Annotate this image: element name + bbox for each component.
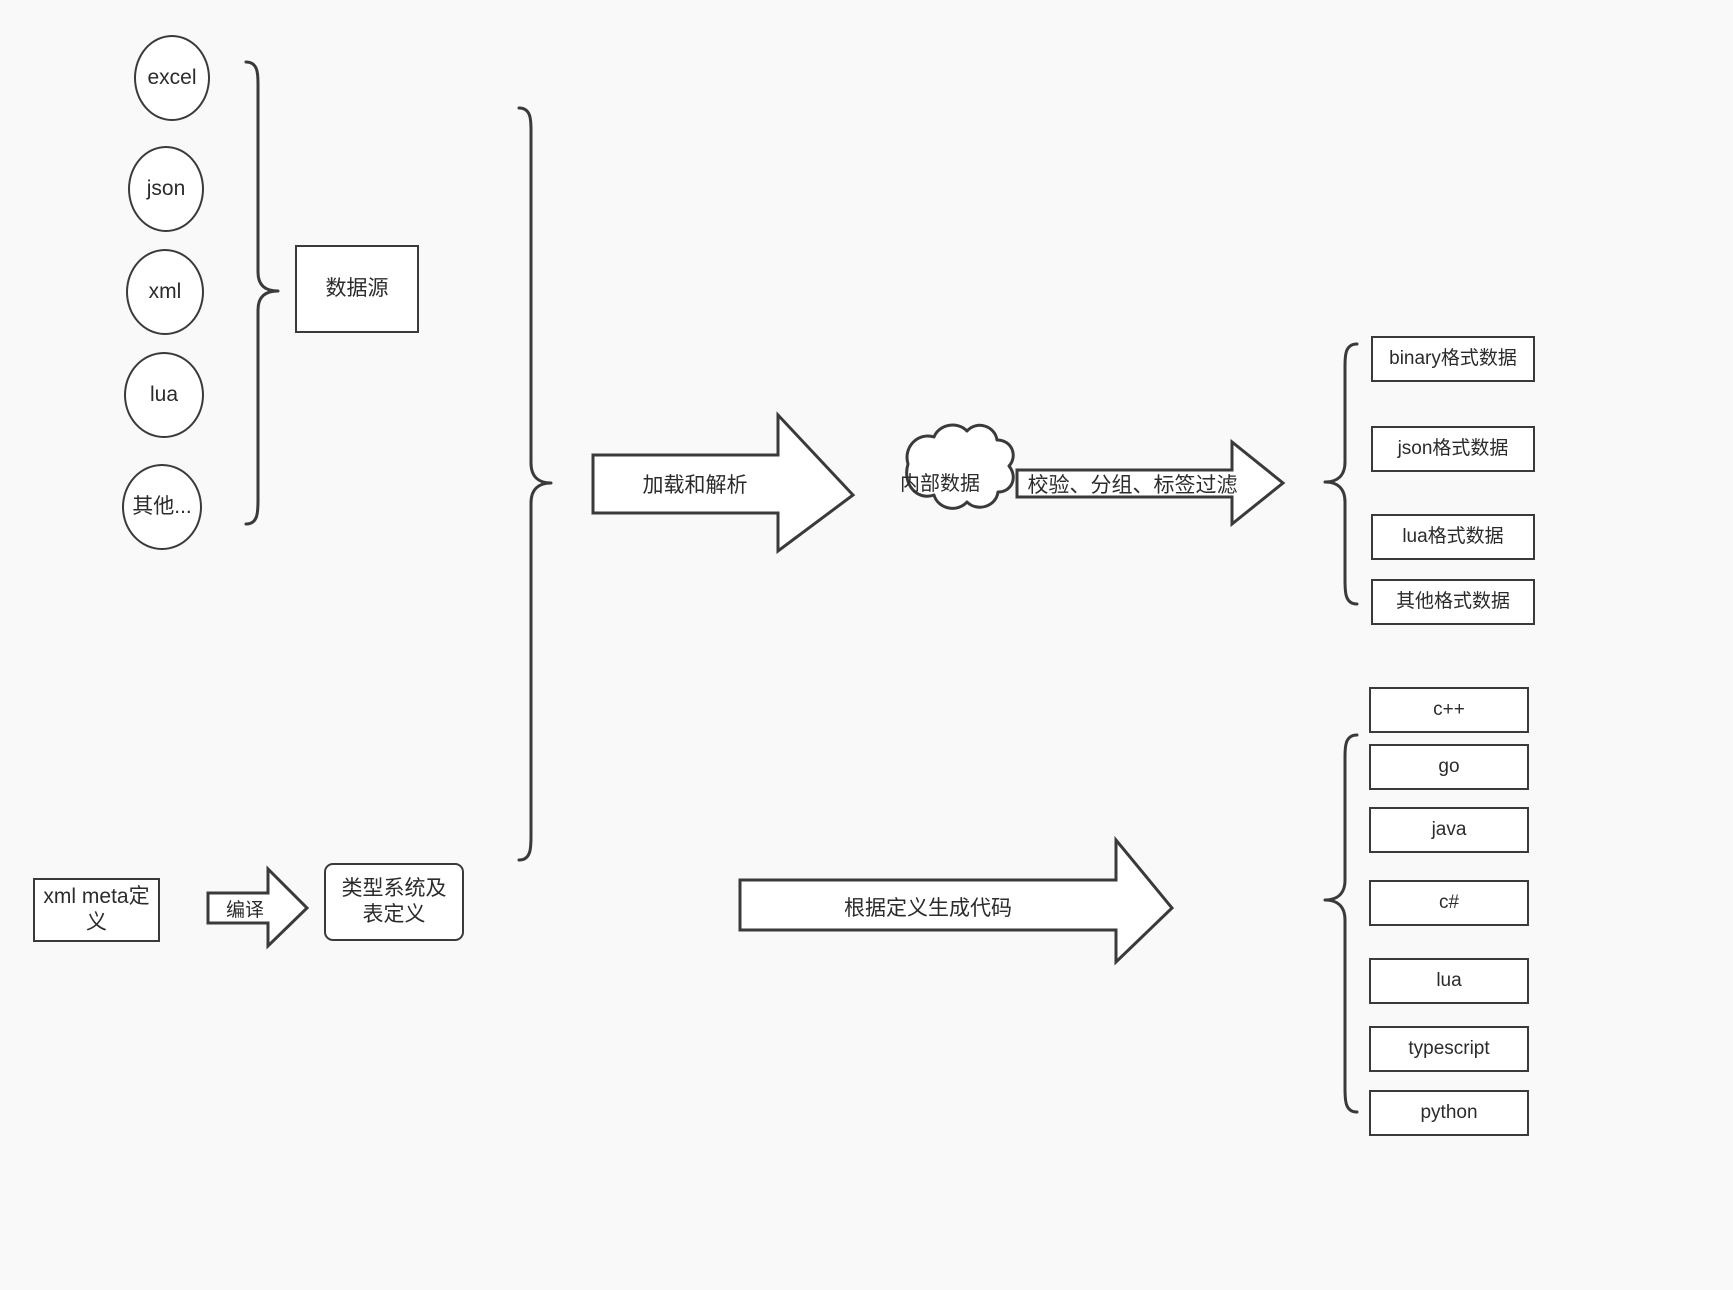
brace-pipeline-input — [517, 106, 553, 862]
output-language-label: c++ — [1433, 699, 1465, 721]
output-language-label: go — [1438, 756, 1460, 778]
internal-data-label: 内部数据 — [893, 468, 987, 495]
xml-meta-definition-label: xml meta定义 — [43, 884, 150, 934]
output-language-label: c# — [1438, 892, 1460, 914]
output-language-label: java — [1431, 819, 1467, 841]
generate-code-text: 根据定义生成代码 — [844, 897, 1012, 920]
generate-code-label: 根据定义生成代码 — [742, 893, 1114, 921]
source-label: 其他... — [132, 494, 192, 518]
output-language-go[interactable]: go — [1369, 744, 1529, 790]
load-and-parse-label: 加载和解析 — [600, 470, 790, 498]
output-language-label: typescript — [1408, 1038, 1490, 1060]
output-language-typescript[interactable]: typescript — [1369, 1026, 1529, 1072]
output-format-lua[interactable]: lua格式数据 — [1371, 514, 1535, 560]
output-format-label: lua格式数据 — [1402, 526, 1504, 548]
source-label: xml — [148, 279, 182, 303]
output-language-python[interactable]: python — [1369, 1090, 1529, 1136]
cloud-internal-data — [905, 423, 1015, 510]
source-node-json[interactable]: json — [128, 146, 204, 232]
arrow-validate-group-filter — [1015, 438, 1286, 528]
validate-group-filter-text: 校验、分组、标签过滤 — [1027, 474, 1238, 497]
compile-label: 编译 — [214, 895, 276, 921]
internal-data-text: 内部数据 — [900, 472, 980, 495]
output-format-label: json格式数据 — [1397, 438, 1509, 460]
arrow-load-and-parse — [591, 411, 856, 554]
arrow-compile — [206, 865, 310, 950]
output-language-lua[interactable]: lua — [1369, 958, 1529, 1004]
output-language-label: python — [1420, 1102, 1478, 1124]
xml-meta-definition-box[interactable]: xml meta定义 — [33, 878, 160, 942]
source-node-xml[interactable]: xml — [126, 249, 204, 335]
brace-output-formats — [1323, 342, 1359, 606]
brace-output-languages — [1323, 733, 1359, 1114]
output-language-java[interactable]: java — [1369, 807, 1529, 853]
source-node-other[interactable]: 其他... — [122, 464, 202, 550]
source-node-excel[interactable]: excel — [134, 35, 210, 121]
compile-text: 编译 — [225, 899, 264, 921]
output-format-label: binary格式数据 — [1389, 348, 1517, 370]
source-label: excel — [147, 65, 197, 89]
source-label: lua — [149, 382, 179, 406]
output-language-csharp[interactable]: c# — [1369, 880, 1529, 926]
source-label: json — [146, 176, 186, 200]
data-source-box[interactable]: 数据源 — [295, 245, 419, 333]
validate-group-filter-label: 校验、分组、标签过滤 — [1025, 470, 1240, 498]
load-and-parse-text: 加载和解析 — [642, 474, 748, 497]
data-source-label: 数据源 — [325, 276, 389, 300]
type-system-table-definition-label: 类型系统及表定义 — [341, 876, 447, 926]
output-format-other[interactable]: 其他格式数据 — [1371, 579, 1535, 625]
arrow-generate-code — [738, 835, 1175, 966]
source-node-lua[interactable]: lua — [124, 352, 204, 438]
brace-sources — [244, 60, 280, 526]
type-system-table-definition-box[interactable]: 类型系统及表定义 — [324, 863, 464, 941]
output-language-label: lua — [1436, 970, 1462, 992]
output-format-json[interactable]: json格式数据 — [1371, 426, 1535, 472]
output-format-binary[interactable]: binary格式数据 — [1371, 336, 1535, 382]
output-language-cpp[interactable]: c++ — [1369, 687, 1529, 733]
output-format-label: 其他格式数据 — [1395, 591, 1510, 613]
